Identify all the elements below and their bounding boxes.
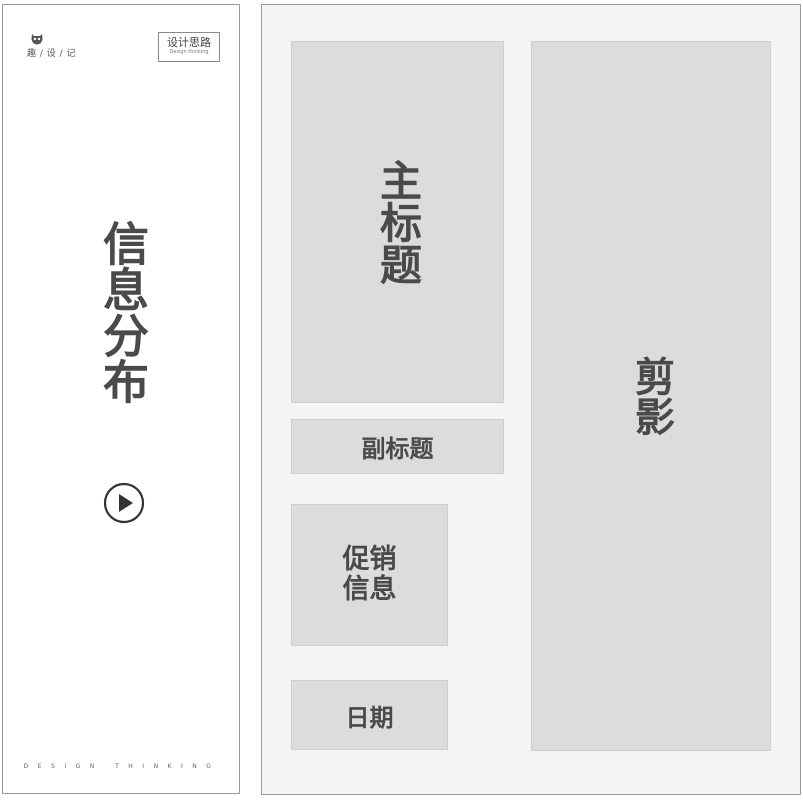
logo-text: 趣 / 设 / 记 [27,49,77,59]
promo-block: 促销信息 [291,504,448,646]
bottom-caption: DESIGN THINKING [23,763,221,770]
left-panel: 趣 / 设 / 记 设计思路 Design thinking 信息分布 DESI… [2,4,240,794]
design-thinking-tag: 设计思路 Design thinking [158,32,220,62]
tag-label-en: Design thinking [169,49,209,55]
cutout-block: 剪影 [531,41,771,751]
cutout-label: 剪影 [628,356,674,436]
logo-icon [31,34,43,45]
date-label: 日期 [345,703,394,732]
main-title-label: 主标题 [373,159,423,285]
subtitle-label: 副标题 [361,435,434,463]
logo: 趣 / 设 / 记 [27,33,87,59]
date-block: 日期 [291,680,448,750]
page-title: 信息分布 [96,220,150,404]
subtitle-block: 副标题 [291,419,504,474]
tag-label-cn: 设计思路 [167,36,211,49]
play-icon[interactable] [103,482,145,524]
right-panel: 主标题 副标题 促销信息 日期 剪影 [261,4,801,795]
promo-label: 促销信息 [342,544,397,605]
main-title-block: 主标题 [291,41,504,403]
